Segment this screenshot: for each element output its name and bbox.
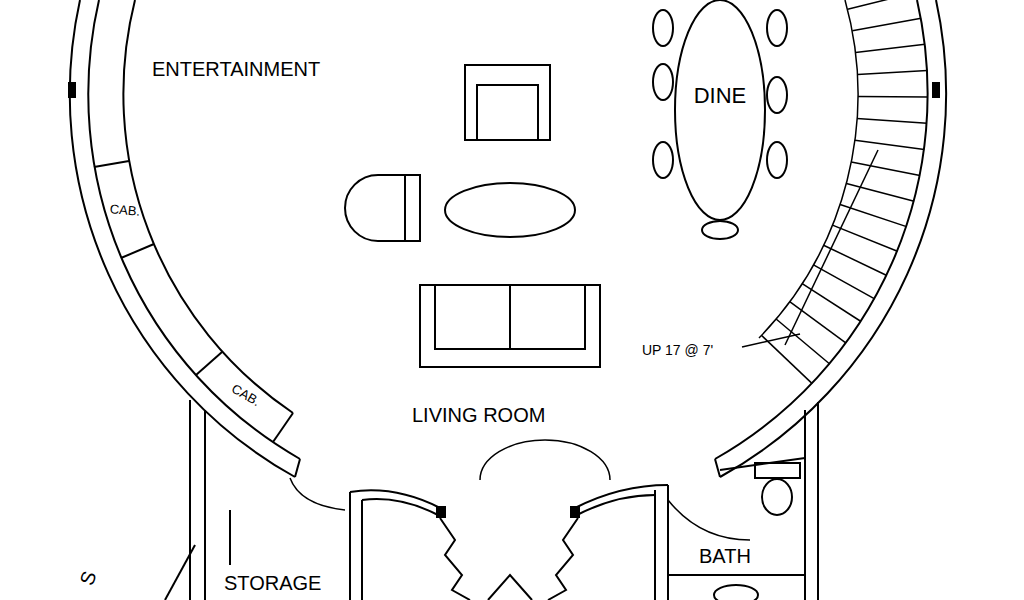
plan-line (802, 284, 861, 322)
room-label: LIVING ROOM (410, 404, 547, 426)
plan-line (715, 459, 720, 477)
plan-line (404, 175, 406, 241)
plan-line (814, 265, 875, 299)
plan-line (165, 545, 195, 600)
plan-line (196, 352, 222, 375)
room-label: ENTERTAINMENT (150, 58, 322, 80)
plan-line (848, 0, 916, 9)
plan-line (804, 410, 806, 600)
plan-line (229, 510, 231, 565)
room-label: STORAGE (222, 572, 323, 594)
cabinet-label: CAB. (107, 201, 143, 219)
plan-line (767, 77, 787, 113)
room-label: S (75, 566, 102, 590)
plan-line (653, 64, 673, 100)
plan-line (856, 44, 926, 52)
plan-line (762, 479, 792, 515)
plan-line (817, 402, 819, 600)
plan-line (857, 118, 927, 123)
plan-line (714, 585, 758, 600)
plan-line (762, 335, 813, 383)
plan-line (440, 518, 470, 600)
plan-line (121, 244, 154, 258)
plan-line (488, 575, 532, 600)
plan-line (702, 221, 738, 239)
plan-line (465, 65, 550, 140)
plan-line (785, 150, 878, 345)
plan-line (435, 285, 585, 349)
plan-line (68, 82, 76, 98)
stair-symbol (742, 0, 928, 384)
plan-line (345, 175, 420, 241)
plan-line (767, 142, 787, 178)
plan-line (755, 463, 800, 478)
plan-line (858, 96, 928, 98)
plan-line (548, 518, 578, 600)
plan-line (653, 10, 673, 46)
plan-line (858, 71, 928, 75)
plan-line (445, 183, 575, 237)
plan-line (932, 82, 940, 98)
plan-line (846, 183, 914, 201)
plan-line (480, 440, 610, 480)
plan-line (668, 575, 805, 600)
room-label: DINE (692, 84, 749, 108)
stair-note: UP 17 @ 7' (640, 342, 715, 358)
plan-line (840, 205, 906, 227)
plan-line (349, 492, 351, 600)
door-jambs (436, 506, 580, 518)
entry-walls (165, 400, 818, 600)
plan-line (833, 225, 898, 251)
plan-line (295, 459, 300, 477)
plan-line (509, 285, 511, 349)
plan-line (361, 500, 363, 600)
plan-line (668, 500, 750, 540)
plan-line (767, 10, 787, 46)
plan-line (94, 161, 129, 167)
plan-line (852, 18, 921, 31)
plan-line (575, 485, 668, 508)
outer-walls (70, 0, 946, 477)
plan-line (855, 140, 924, 149)
plan-line (290, 478, 345, 510)
plan-line (273, 413, 293, 442)
room-label: BATH (697, 545, 753, 567)
plan-line (189, 400, 191, 600)
plan-line (570, 506, 580, 518)
plan-line (654, 490, 656, 600)
plan-line (675, 0, 765, 220)
plan-line (436, 506, 446, 518)
plan-line (824, 245, 887, 275)
plan-line (362, 499, 440, 516)
plan-line (720, 0, 946, 477)
furniture (345, 0, 787, 367)
plan-line (851, 162, 920, 176)
plan-line (653, 142, 673, 178)
cabinet-label: CAB. (227, 380, 264, 410)
plan-line (420, 285, 600, 367)
plan-line (715, 0, 928, 459)
plan-line (204, 410, 206, 600)
plan-line (477, 85, 538, 140)
plan-line (575, 495, 655, 516)
